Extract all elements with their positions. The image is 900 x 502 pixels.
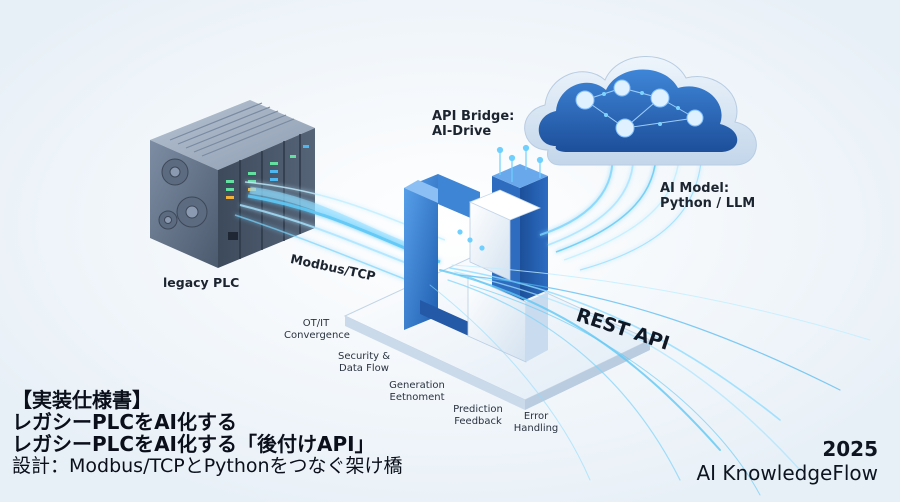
title-line-3: レガシーPLCをAI化する「後付けAPI」 <box>12 432 375 456</box>
bridge-label: API Bridge: AI-Drive <box>432 109 515 140</box>
title-block: 【実装仕様書】 レガシーPLCをAI化する レガシーPLCをAI化する「後付けA… <box>12 389 482 477</box>
bridge-label-line1: API Bridge: <box>432 109 515 124</box>
brand-block: 2025 AI KnowledgeFlow <box>696 437 878 485</box>
brand-year: 2025 <box>822 437 878 461</box>
cloud-label: AI Model: Python / LLM <box>660 181 756 212</box>
ai-model-cloud <box>524 56 757 166</box>
title-line-2: レガシーPLCをAI化する <box>12 410 237 434</box>
feature-security: Security & Data Flow <box>337 351 391 374</box>
brain-icon <box>575 79 704 138</box>
feature-prediction: Prediction Feedback <box>453 404 503 427</box>
title-line-4: 設計：Modbus/TCPとPythonをつなぐ架け橋 <box>12 455 403 477</box>
brand-name: AI KnowledgeFlow <box>696 461 878 485</box>
feature-generation: Generation Eetnoment <box>389 380 445 403</box>
gear-icon <box>158 158 208 230</box>
bridge-label-line2: AI-Drive <box>432 123 492 139</box>
feature-ot-it: OT/IT Convergence <box>284 318 350 341</box>
feature-error: Error Handling <box>513 411 559 434</box>
plc-label: legacy PLC <box>163 275 240 290</box>
cloud-label-line2: Python / LLM <box>660 195 756 211</box>
title-line-1: 【実装仕様書】 <box>12 388 152 412</box>
output-fibre-flow <box>429 264 871 496</box>
cloud-label-line1: AI Model: <box>660 181 730 196</box>
